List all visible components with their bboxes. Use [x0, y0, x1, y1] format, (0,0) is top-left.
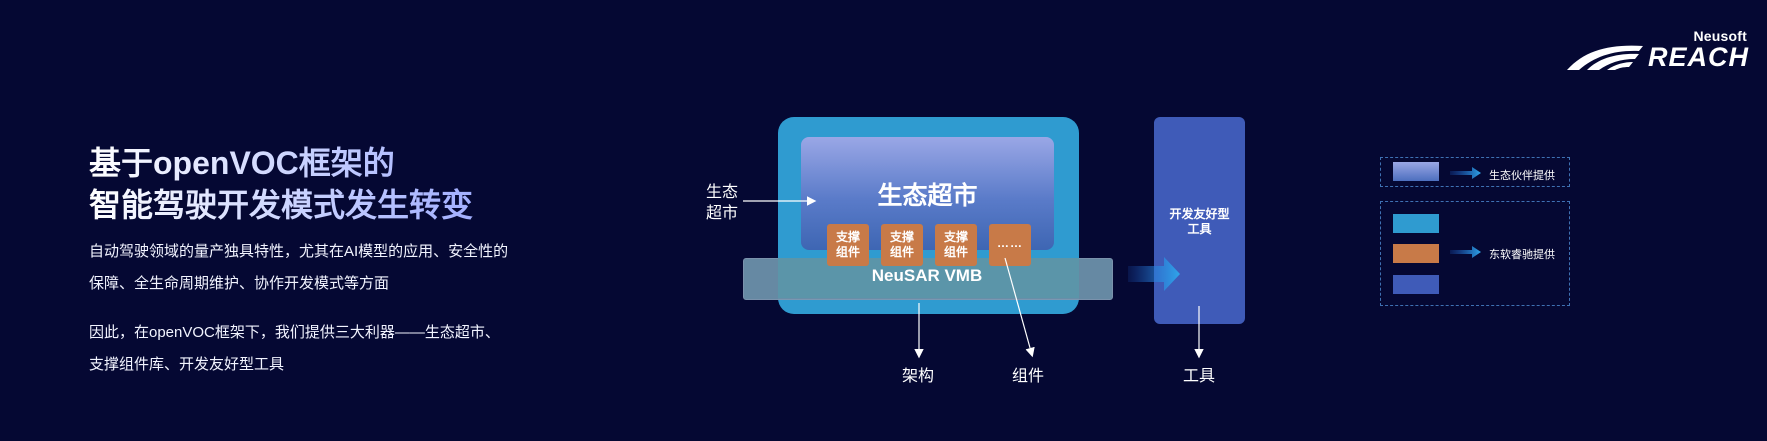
intro-paragraph: 自动驾驶领域的量产独具特性，尤其在AI模型的应用、安全性的 保障、全生命周期维护… [89, 236, 529, 300]
component-label: 组件 [889, 245, 914, 259]
offer-line-1: 因此，在openVOC框架下，我们提供三大利器——生态超市、 [89, 324, 500, 341]
ecosystem-callout-label: 生态 超市 [706, 182, 738, 224]
flow-arrow-icon [1128, 257, 1180, 291]
component-label-bottom: 组件 [1012, 368, 1045, 385]
ecosystem-market-title: 生态超市 [877, 182, 978, 210]
legend-swatch-component [1393, 244, 1439, 263]
component-label: 组件 [835, 245, 860, 259]
component-label: …… [997, 236, 1023, 250]
logo-swoosh-icon [1567, 45, 1643, 70]
legend-neusoft-box [1380, 201, 1570, 306]
dev-tool-title: 开发友好型 工具 [1154, 207, 1245, 237]
logo-text-reach: REACH [1647, 42, 1749, 72]
support-component-1: 支撑 组件 [827, 224, 869, 266]
legend-partner-box [1380, 157, 1570, 187]
dev-tool-title-line-2: 工具 [1187, 222, 1212, 236]
intro-line-2: 保障、全生命周期维护、协作开发模式等方面 [89, 275, 390, 292]
tool-label: 工具 [1183, 368, 1216, 385]
support-component-2: 支撑 组件 [881, 224, 923, 266]
component-label: 支撑 [889, 230, 914, 244]
legend-swatch-architecture [1393, 214, 1439, 233]
legend-arrow-icon [1450, 167, 1481, 179]
component-label: 支撑 [943, 230, 968, 244]
legend-text-neusoft: 东软睿驰提供 [1489, 249, 1555, 261]
legend-swatch-ecosystem [1393, 162, 1439, 181]
neusar-vmb-label: NeuSAR VMB [871, 266, 983, 285]
logo-text-neusoft: Neusoft [1693, 28, 1747, 44]
legend-swatch-tool [1393, 275, 1439, 294]
dev-tool-box [1154, 117, 1245, 324]
offer-line-2: 支撑组件库、开发友好型工具 [89, 356, 285, 373]
legend-arrow-icon [1450, 246, 1481, 258]
component-pointer-arrow [1004, 257, 1035, 358]
ecosystem-callout-line-1: 生态 [706, 184, 739, 201]
component-label: 组件 [943, 245, 968, 259]
intro-line-1: 自动驾驶领域的量产独具特性，尤其在AI模型的应用、安全性的 [89, 243, 509, 260]
ecosystem-callout-line-2: 超市 [706, 205, 739, 222]
neusoft-reach-logo: Neusoft REACH [1565, 28, 1755, 72]
dev-tool-title-line-1: 开发友好型 [1169, 207, 1230, 221]
component-label: 支撑 [835, 230, 860, 244]
more-components: …… [989, 224, 1031, 266]
offer-paragraph: 因此，在openVOC框架下，我们提供三大利器——生态超市、 支撑组件库、开发友… [89, 317, 529, 381]
architecture-label: 架构 [902, 368, 935, 385]
support-component-3: 支撑 组件 [935, 224, 977, 266]
legend-text-partner: 生态伙伴提供 [1489, 170, 1555, 182]
